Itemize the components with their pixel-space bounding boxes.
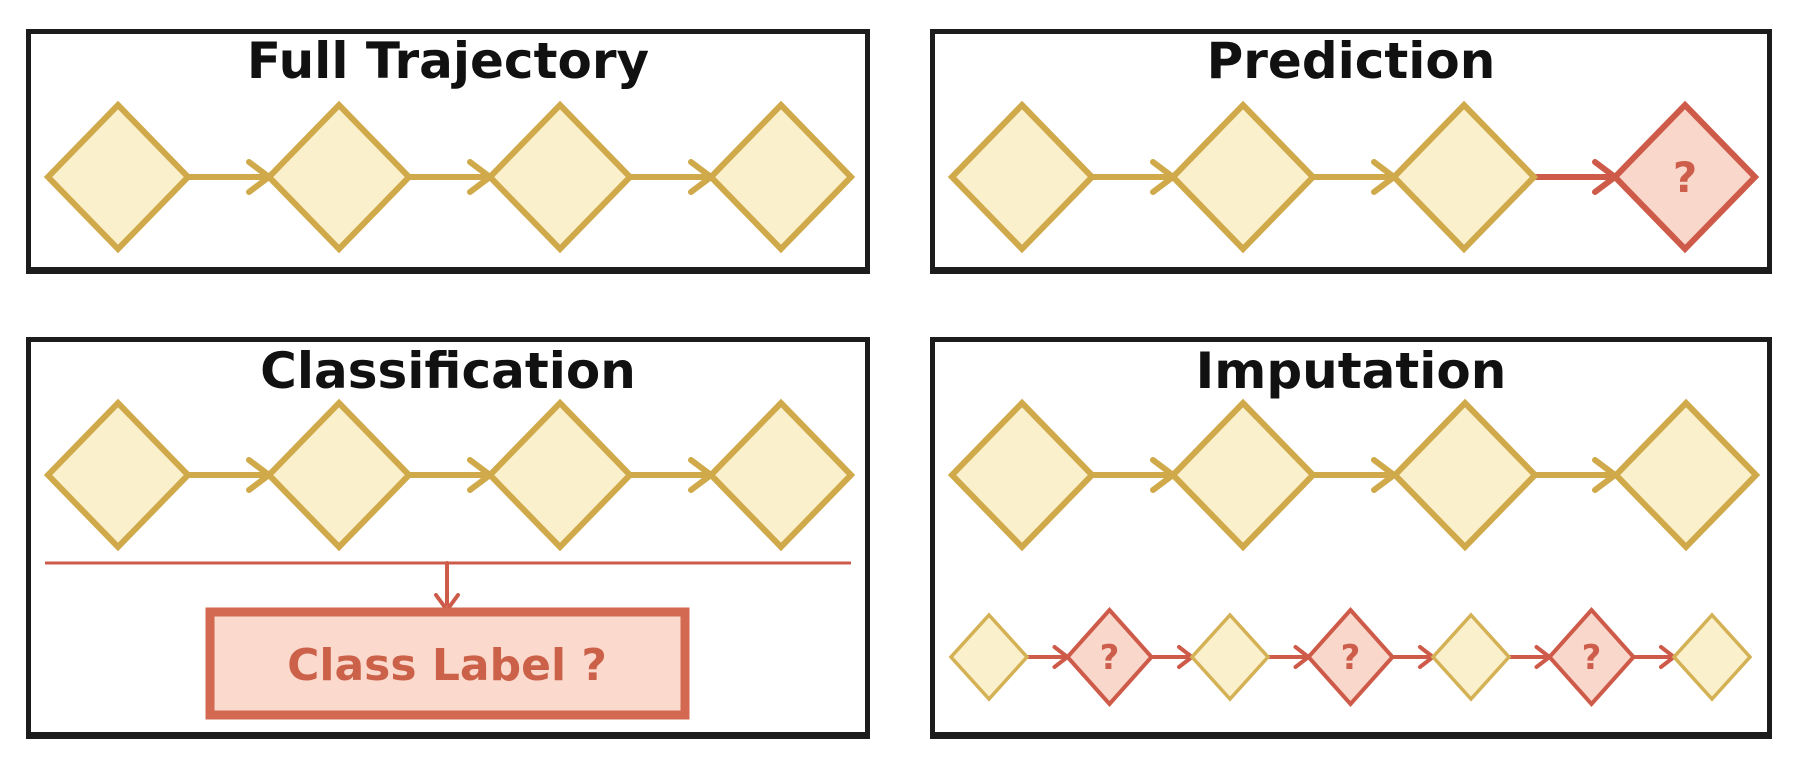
imputed-row: ? ? ? — [949, 608, 1752, 706]
question-mark: ? — [1582, 638, 1602, 678]
state-diamond — [952, 403, 1092, 547]
state-diamond — [490, 105, 630, 249]
question-mark: ? — [1341, 638, 1361, 678]
panel-title: Classification — [260, 342, 636, 400]
state-diamond-small — [1431, 613, 1511, 701]
state-diamond — [48, 403, 188, 547]
trajectory-row — [48, 105, 851, 249]
panel-title: Imputation — [1196, 342, 1507, 400]
state-diamond-small — [1672, 613, 1752, 701]
panel-title: Prediction — [1207, 34, 1496, 90]
state-diamond — [269, 105, 409, 249]
question-mark: ? — [1673, 153, 1697, 202]
class-label-box — [205, 607, 690, 720]
state-diamond — [1616, 403, 1756, 547]
panel-title: Full Trajectory — [247, 34, 649, 90]
trajectory-row — [48, 403, 851, 547]
state-diamond — [48, 105, 188, 249]
trajectory-row: ? — [952, 105, 1755, 249]
panel-imputation: Imputation — [930, 337, 1772, 739]
panel-classification: Classification Class Label ? — [26, 337, 870, 739]
state-diamond — [1395, 403, 1535, 547]
state-diamond — [1394, 105, 1534, 249]
state-diamond — [952, 105, 1092, 249]
question-mark: ? — [1100, 638, 1120, 678]
state-diamond — [490, 403, 630, 547]
panel-full-trajectory: Full Trajectory — [26, 29, 870, 274]
state-diamond-small — [1190, 613, 1270, 701]
state-diamond-small — [949, 613, 1029, 701]
state-diamond — [1173, 403, 1313, 547]
state-diamond — [1173, 105, 1313, 249]
state-diamond — [269, 403, 409, 547]
state-diamond — [711, 403, 851, 547]
panel-prediction: Prediction ? — [930, 29, 1772, 274]
trajectory-row — [952, 403, 1756, 547]
state-diamond — [711, 105, 851, 249]
class-label-text: Class Label ? — [287, 640, 607, 691]
